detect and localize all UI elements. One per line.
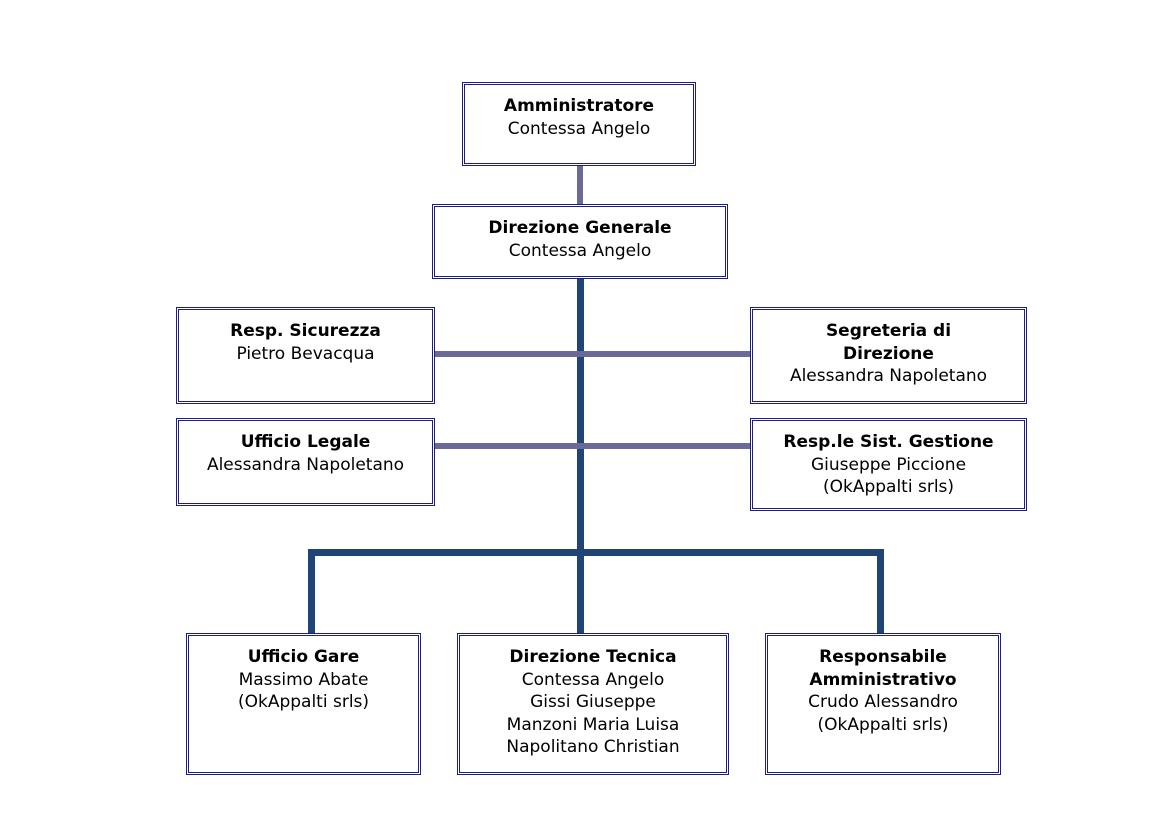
connector-bottom-bus bbox=[308, 549, 884, 556]
node-person: Alessandra Napoletano bbox=[206, 454, 405, 475]
node-company: (OkAppalti srls) bbox=[817, 714, 949, 735]
node-person: Giuseppe Piccione bbox=[810, 454, 967, 475]
node-person: Contessa Angelo bbox=[521, 669, 665, 690]
node-person: Manzoni Maria Luisa bbox=[506, 714, 680, 735]
connector-staff-row-2 bbox=[433, 443, 751, 449]
node-legal: Ufficio Legale Alessandra Napoletano bbox=[176, 418, 435, 506]
node-administrative: Responsabile Amministrativo Crudo Alessa… bbox=[765, 633, 1001, 775]
node-secretariat: Segreteria di Direzione Alessandra Napol… bbox=[750, 307, 1027, 404]
connector-main-trunk bbox=[577, 277, 584, 637]
node-title: Direzione Generale bbox=[488, 218, 672, 238]
node-administrator: Amministratore Contessa Angelo bbox=[462, 82, 696, 166]
node-title: Amministratore bbox=[503, 96, 655, 116]
connector-staff-row-1 bbox=[433, 351, 751, 357]
node-title: Ufficio Legale bbox=[240, 432, 371, 452]
node-title: Ufficio Gare bbox=[247, 647, 360, 667]
node-company: (OkAppalti srls) bbox=[822, 477, 955, 497]
connector-to-administrative bbox=[877, 549, 884, 636]
node-title: Segreteria di Direzione bbox=[825, 321, 952, 364]
connector-to-tenders bbox=[308, 549, 315, 635]
node-title: Direzione Tecnica bbox=[509, 647, 677, 667]
node-person: Pietro Bevacqua bbox=[236, 343, 375, 364]
connector-admin-to-general bbox=[577, 165, 583, 206]
node-general-management: Direzione Generale Contessa Angelo bbox=[432, 204, 728, 279]
node-person: Alessandra Napoletano bbox=[789, 366, 988, 386]
node-tenders: Ufficio Gare Massimo Abate (OkAppalti sr… bbox=[186, 633, 421, 775]
node-safety: Resp. Sicurezza Pietro Bevacqua bbox=[176, 307, 435, 404]
node-person: Massimo Abate bbox=[238, 669, 369, 690]
node-person: Crudo Alessandro bbox=[808, 692, 958, 712]
node-technical: Direzione Tecnica Contessa Angelo Gissi … bbox=[457, 633, 729, 775]
node-person: Contessa Angelo bbox=[508, 240, 652, 261]
node-management-system: Resp.le Sist. Gestione Giuseppe Piccione… bbox=[750, 418, 1027, 511]
node-person: Napolitano Christian bbox=[506, 737, 680, 757]
node-title: Responsabile Amministrativo bbox=[809, 647, 957, 690]
node-title: Resp.le Sist. Gestione bbox=[783, 432, 994, 452]
node-title: Resp. Sicurezza bbox=[230, 321, 381, 341]
node-person: Gissi Giuseppe bbox=[530, 692, 656, 712]
node-person: Contessa Angelo bbox=[507, 118, 651, 139]
node-company: (OkAppalti srls) bbox=[237, 692, 370, 712]
